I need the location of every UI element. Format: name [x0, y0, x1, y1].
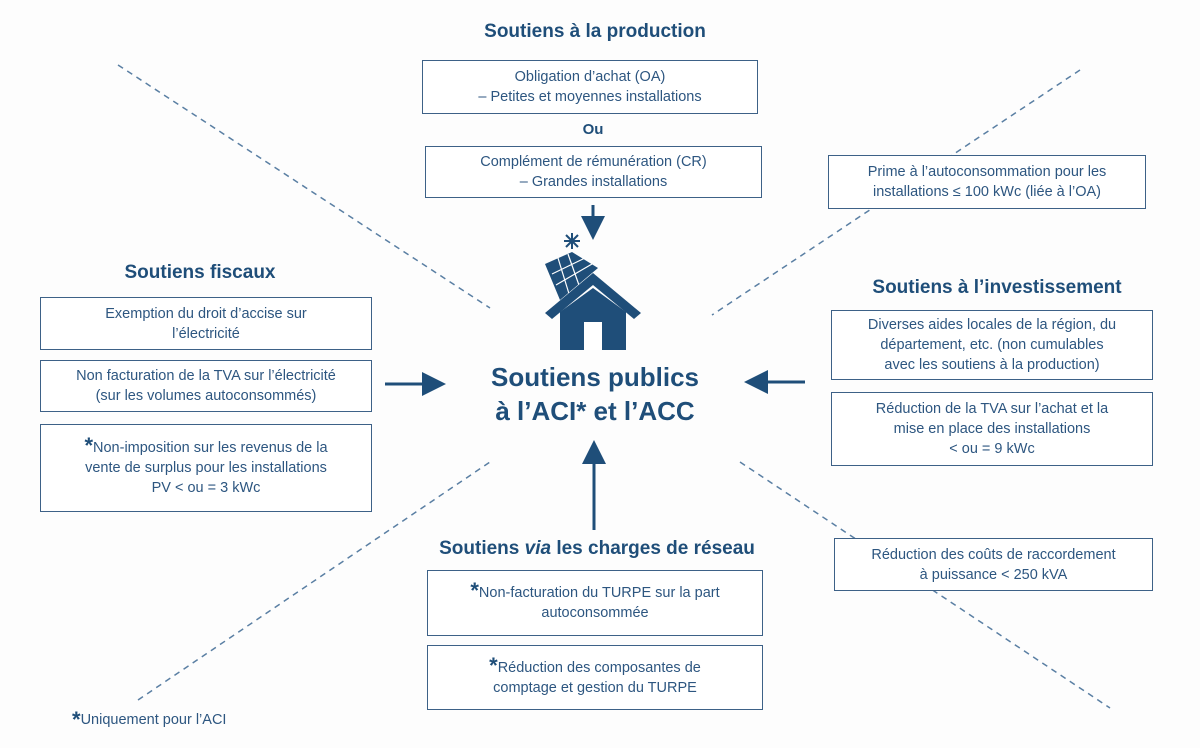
- footnote: *Uniquement pour l’ACI: [72, 709, 227, 731]
- network-heading: Soutiens via les charges de réseau: [439, 538, 755, 560]
- box-non-imposition: *Non-imposition sur les revenus de la ve…: [40, 424, 372, 512]
- box-obligation-achat: Obligation d’achat (OA) – Petites et moy…: [422, 60, 758, 114]
- box-reduction-composantes: *Réduction des composantes de comptage e…: [427, 645, 763, 710]
- box-complement-remuneration: Complément de rémunération (CR) – Grande…: [425, 146, 762, 198]
- solar-house-icon: [545, 233, 641, 350]
- investment-heading: Soutiens à l’investissement: [872, 277, 1122, 298]
- house-icon: [560, 288, 626, 350]
- box-aides-locales: Diverses aides locales de la région, du …: [831, 310, 1153, 380]
- asterisk: *: [72, 707, 81, 732]
- dashed-line-top-left: [117, 64, 491, 309]
- box-prime-autoconsommation: Prime à l’autoconsommation pour les inst…: [828, 155, 1146, 209]
- asterisk: *: [84, 433, 94, 458]
- box-exemption-accise: Exemption du droit d’accise sur l’électr…: [40, 297, 372, 350]
- network-heading-via: via: [524, 538, 552, 559]
- dashed-line-bottom-left: [137, 461, 491, 701]
- roof-icon: [545, 273, 641, 319]
- center-title: Soutiens publics à l’ACI* et l’ACC: [490, 362, 700, 426]
- box-non-facturation-turpe: *Non-facturation du TURPE sur la part au…: [427, 570, 763, 636]
- box-content: *Réduction des composantes de comptage e…: [489, 654, 701, 698]
- sun-icon: [564, 233, 580, 249]
- door-icon: [584, 322, 602, 350]
- network-heading-post: les charges de réseau: [551, 538, 755, 559]
- production-heading: Soutiens à la production: [484, 21, 706, 42]
- box-reduction-tva: Réduction de la TVA sur l’achat et la mi…: [831, 392, 1153, 466]
- asterisk: *: [489, 652, 498, 678]
- box-content: *Non-facturation du TURPE sur la part au…: [470, 580, 720, 623]
- box-raccordement: Réduction des coûts de raccordement à pu…: [834, 538, 1153, 591]
- network-heading-pre: Soutiens: [439, 538, 525, 559]
- box-non-facturation-tva: Non facturation de la TVA sur l’électric…: [40, 360, 372, 412]
- fiscal-heading: Soutiens fiscaux: [124, 262, 276, 283]
- footnote-text: Uniquement pour l’ACI: [80, 712, 227, 728]
- asterisk: *: [470, 578, 479, 603]
- box-text: Réduction des composantes de comptage et…: [493, 659, 701, 696]
- or-label: Ou: [582, 121, 604, 138]
- box-content: *Non-imposition sur les revenus de la ve…: [84, 435, 328, 498]
- box-text: Non-facturation du TURPE sur la part aut…: [478, 585, 720, 621]
- box-text: Non-imposition sur les revenus de la ven…: [85, 440, 328, 496]
